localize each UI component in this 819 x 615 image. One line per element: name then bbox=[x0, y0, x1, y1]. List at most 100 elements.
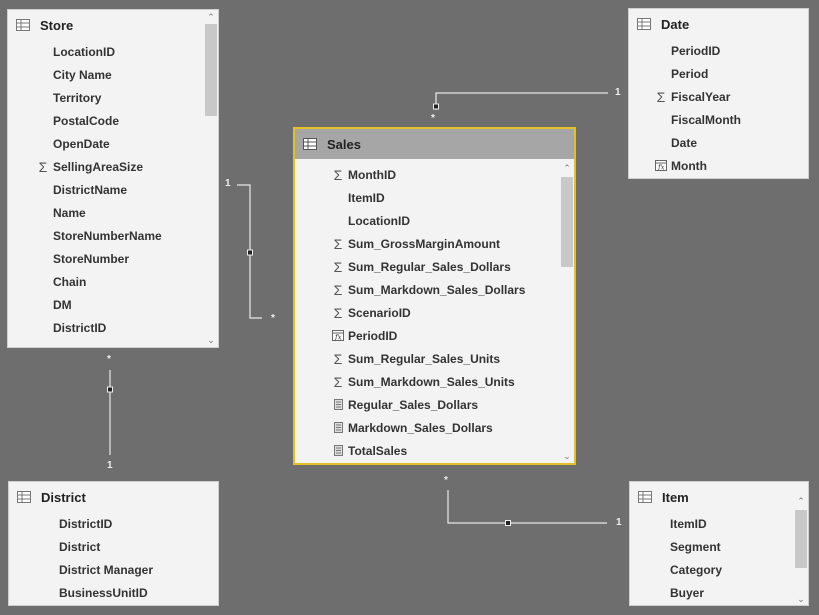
date-table-header[interactable]: Date bbox=[629, 9, 808, 39]
field-row[interactable]: DistrictID bbox=[33, 316, 218, 339]
field-label: DistrictID bbox=[53, 320, 107, 335]
field-row[interactable]: BusinessUnitID bbox=[39, 581, 218, 604]
field-row[interactable]: Date bbox=[651, 131, 808, 154]
scroll-thumb[interactable] bbox=[561, 177, 573, 267]
svg-text:fx: fx bbox=[334, 334, 342, 342]
field-row[interactable]: LocationID bbox=[33, 40, 218, 63]
field-row[interactable]: Buyer bbox=[650, 581, 808, 604]
sigma-icon: Σ bbox=[656, 88, 666, 105]
field-label: StoreNumber bbox=[53, 251, 130, 266]
district-table-title: District bbox=[41, 489, 86, 505]
field-label: Regular_Sales_Dollars bbox=[348, 397, 479, 412]
field-row[interactable]: DistrictID bbox=[39, 512, 218, 535]
date-sales-many-label: * bbox=[431, 113, 435, 124]
field-label: PeriodID bbox=[348, 328, 398, 343]
scroll-thumb[interactable] bbox=[205, 24, 217, 116]
field-label: SellingAreaSize bbox=[53, 159, 144, 174]
field-row[interactable]: Σ Sum_GrossMarginAmount bbox=[328, 232, 574, 255]
field-row[interactable]: District bbox=[39, 535, 218, 558]
store-table-title: Store bbox=[40, 17, 74, 33]
date-sales-line bbox=[435, 92, 608, 110]
sigma-icon: Σ bbox=[333, 235, 343, 252]
field-row[interactable]: FiscalMonth bbox=[651, 108, 808, 131]
field-row[interactable]: PostalCode bbox=[33, 109, 218, 132]
scroll-thumb[interactable] bbox=[795, 510, 807, 568]
field-row[interactable]: OpenDate bbox=[33, 132, 218, 155]
field-row[interactable]: Category bbox=[650, 558, 808, 581]
sales-table-header[interactable]: Sales bbox=[295, 129, 574, 159]
field-label: Sum_GrossMarginAmount bbox=[348, 236, 501, 251]
item-table-header[interactable]: Item bbox=[630, 482, 808, 512]
field-label: Sum_Markdown_Sales_Dollars bbox=[348, 282, 526, 297]
field-row[interactable]: PeriodID bbox=[651, 39, 808, 62]
field-row[interactable]: City Name bbox=[33, 63, 218, 86]
measure-icon bbox=[328, 445, 348, 456]
field-row[interactable]: StoreNumber bbox=[33, 247, 218, 270]
calculated-column-icon: fx bbox=[651, 160, 671, 171]
field-label: Category bbox=[670, 562, 723, 577]
field-label: Month bbox=[671, 158, 707, 173]
field-row[interactable]: fx Month bbox=[651, 154, 808, 177]
field-row[interactable]: LocationID bbox=[328, 209, 574, 232]
field-row[interactable]: Markdown_Sales_Dollars bbox=[328, 416, 574, 439]
field-label: Markdown_Sales_Dollars bbox=[348, 420, 493, 435]
scroll-up-arrow-icon[interactable]: ⌃ bbox=[563, 163, 571, 173]
field-label: City Name bbox=[53, 67, 112, 82]
field-row[interactable]: Name bbox=[33, 201, 218, 224]
district-table-header[interactable]: District bbox=[9, 482, 218, 512]
field-row[interactable]: ItemID bbox=[328, 186, 574, 209]
scroll-up-arrow-icon[interactable]: ⌃ bbox=[207, 12, 215, 22]
store-table-header[interactable]: Store bbox=[8, 10, 218, 40]
field-row[interactable]: fx PeriodID bbox=[328, 324, 574, 347]
field-label: TotalSales bbox=[348, 443, 408, 458]
scroll-down-arrow-icon[interactable]: ⌄ bbox=[563, 451, 571, 461]
field-row[interactable]: Period bbox=[651, 62, 808, 85]
field-label: ItemID bbox=[348, 190, 385, 205]
calculated-column-icon: fx bbox=[328, 330, 348, 341]
scroll-up-arrow-icon[interactable]: ⌃ bbox=[797, 496, 805, 506]
field-row[interactable]: ItemID bbox=[650, 512, 808, 535]
field-label: Sum_Regular_Sales_Dollars bbox=[348, 259, 511, 274]
field-row[interactable]: TotalSales bbox=[328, 439, 574, 462]
field-row[interactable]: DistrictName bbox=[33, 178, 218, 201]
field-row[interactable]: Segment bbox=[650, 535, 808, 558]
store-scrollbar[interactable]: ⌃ ⌄ bbox=[204, 10, 218, 347]
field-label: Period bbox=[671, 66, 709, 81]
store-sales-one-label: 1 bbox=[225, 178, 231, 189]
field-label: Sum_Regular_Sales_Units bbox=[348, 351, 501, 366]
svg-text:fx: fx bbox=[657, 164, 665, 172]
sales-scrollbar[interactable]: ⌃ ⌄ bbox=[560, 161, 574, 463]
sigma-icon: Σ bbox=[333, 304, 343, 321]
scroll-down-arrow-icon[interactable]: ⌄ bbox=[797, 594, 805, 604]
field-row[interactable]: Regular_Sales_Dollars bbox=[328, 393, 574, 416]
item-scrollbar[interactable]: ⌃ ⌄ bbox=[794, 496, 808, 604]
field-row[interactable]: Territory bbox=[33, 86, 218, 109]
field-row[interactable]: DM bbox=[33, 293, 218, 316]
field-label: StoreNumberName bbox=[53, 228, 162, 243]
field-row[interactable]: StoreNumberName bbox=[33, 224, 218, 247]
date-sales-direction-marker bbox=[433, 103, 439, 110]
field-label: Sum_Markdown_Sales_Units bbox=[348, 374, 515, 389]
field-row[interactable]: District Manager bbox=[39, 558, 218, 581]
field-row[interactable]: Chain bbox=[33, 270, 218, 293]
field-label: FiscalMonth bbox=[671, 112, 742, 127]
table-icon bbox=[16, 19, 30, 31]
table-icon bbox=[638, 491, 652, 503]
scroll-down-arrow-icon[interactable]: ⌄ bbox=[207, 335, 215, 345]
store-sales-many-label: * bbox=[271, 313, 275, 324]
